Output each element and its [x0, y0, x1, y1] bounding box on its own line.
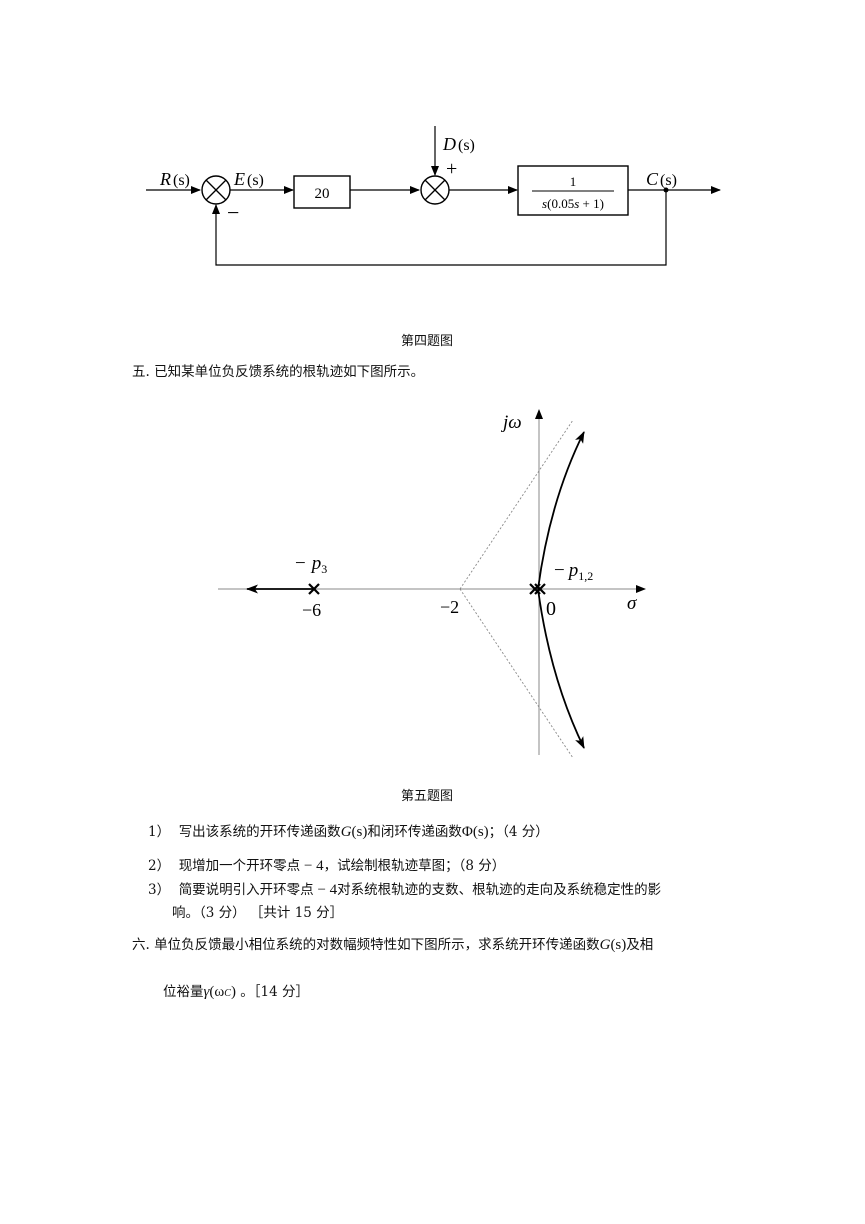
root-locus-figure5: jω σ −p3 −p1,2 −6 −2 0 — [218, 409, 646, 759]
plant-numerator: 1 — [570, 174, 577, 189]
summing-junction-2 — [420, 175, 450, 205]
plus-sign: + — [446, 158, 457, 180]
sigma-label: σ — [627, 593, 637, 614]
pole-p12-marker — [529, 583, 546, 595]
figure5-caption: 第五题图 — [401, 789, 454, 804]
q6-line2: 位裕量γ(ωC) 。［14 分］ — [163, 984, 309, 1000]
q6-line1: 六. 单位负反馈最小相位系统的对数幅频特性如下图所示，求系统开环传递函数G(s)… — [132, 937, 654, 953]
minus-sign: − — [227, 200, 239, 225]
tick-minus6: −6 — [302, 600, 321, 620]
plant-denominator: s(0.05s + 1) — [542, 196, 604, 211]
p3-label: −p3 — [295, 553, 327, 576]
label-C: C(s) — [646, 169, 677, 189]
label-E: E(s) — [233, 169, 264, 189]
p12-label: −p1,2 — [554, 560, 593, 583]
q5-item3-line2: 响。（3 分） ［共计 15 分］ — [172, 905, 344, 921]
q5-item2: 2） 现增加一个开环零点 − 4，试绘制根轨迹草图；（8 分） — [148, 858, 506, 874]
q5-item3: 3） 简要说明引入开环零点 − 4对系统根轨迹的支数、根轨迹的走向及系统稳定性的… — [148, 882, 662, 898]
asymptote-upper — [459, 419, 574, 590]
locus-branch-upper — [537, 431, 585, 590]
block-diagram-figure4: 20 1 s(0.05s + 1) R(s) E(s) D(s) C(s) + … — [146, 126, 721, 266]
pole-p3-marker — [308, 583, 320, 595]
gain-value: 20 — [315, 186, 330, 202]
jw-label: jω — [500, 412, 522, 433]
locus-branch-lower — [537, 588, 585, 749]
tick-minus2: −2 — [440, 597, 459, 617]
asymptote-lower — [459, 588, 574, 759]
q5-title: 五. 已知某单位负反馈系统的根轨迹如下图所示。 — [132, 364, 425, 380]
summing-junction-1 — [201, 175, 231, 205]
label-D: D(s) — [442, 134, 475, 154]
tick-zero: 0 — [546, 598, 556, 620]
q5-item1: 1） 写出该系统的开环传递函数G(s)和闭环传递函数Φ(s)；（4 分） — [148, 824, 549, 840]
figure4-caption: 第四题图 — [401, 334, 454, 349]
gain-block — [293, 175, 351, 209]
label-R: R(s) — [159, 169, 190, 189]
